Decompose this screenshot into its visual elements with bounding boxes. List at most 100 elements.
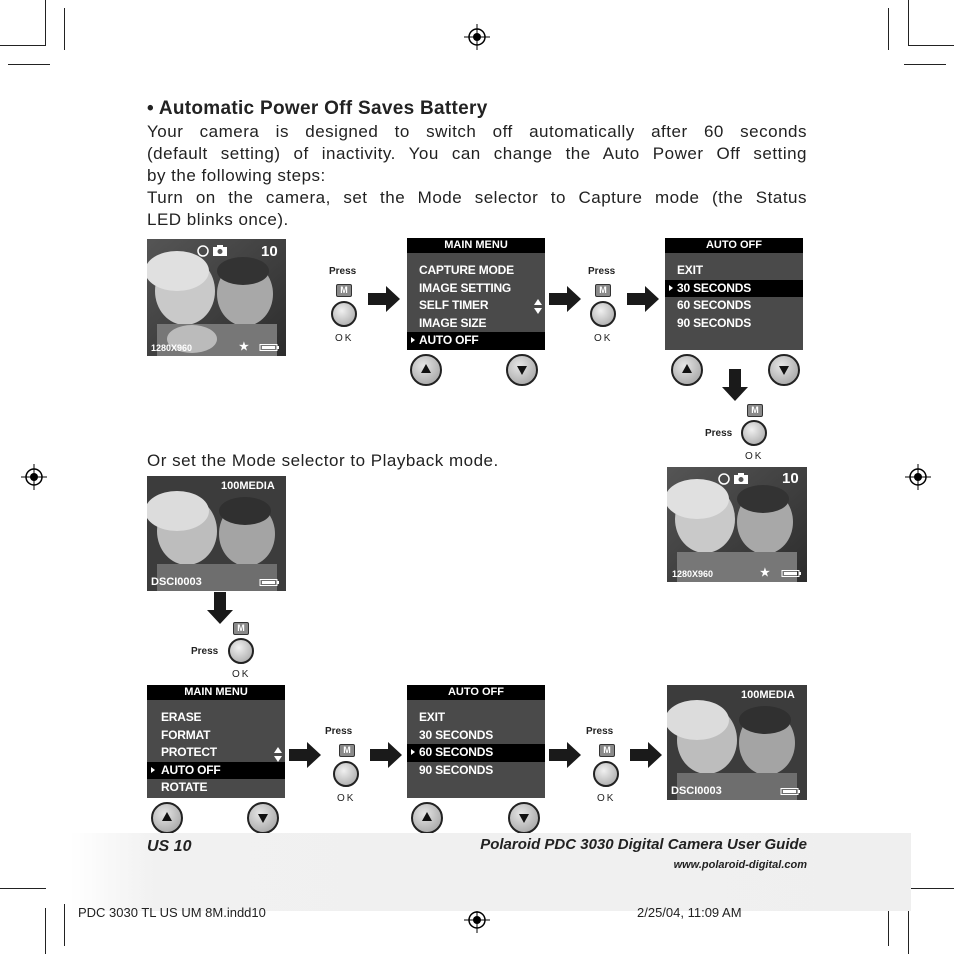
menu-item-60-seconds[interactable]: 60 SECONDS <box>407 744 545 762</box>
battery-icon <box>259 344 279 351</box>
ok-button[interactable] <box>331 301 357 327</box>
ok-label: OK <box>337 793 356 804</box>
up-button[interactable] <box>411 802 443 834</box>
arrow-right-icon <box>549 742 581 768</box>
menu-key-badge: M <box>339 744 355 757</box>
ok-button[interactable] <box>228 638 254 664</box>
filename-label: DSCI0003 <box>151 576 202 588</box>
scroll-up-icon <box>274 747 282 753</box>
menu-item-30-seconds[interactable]: 30 SECONDS <box>665 279 803 298</box>
ok-button[interactable] <box>590 301 616 327</box>
folder-label: 100MEDIA <box>221 480 275 492</box>
capture-auto-off-screen: AUTO OFF EXIT 30 SECONDS 60 SECONDS 90 S… <box>665 238 803 350</box>
arrow-right-icon <box>549 286 581 312</box>
quality-star-icon: ★ <box>760 567 770 579</box>
capture-result-photo: 10 1280X960 ★ <box>667 467 807 582</box>
crop-mark <box>908 908 909 954</box>
resolution-label: 1280X960 <box>151 343 193 353</box>
press-label: Press <box>325 726 353 737</box>
ok-label: OK <box>335 333 354 344</box>
website-link[interactable]: www.polaroid-digital.com <box>673 859 807 871</box>
crop-mark <box>908 888 954 889</box>
arrow-down-icon <box>722 369 748 401</box>
scroll-down-icon <box>534 308 542 314</box>
menu-title: AUTO OFF <box>665 238 803 253</box>
ok-label: OK <box>597 793 616 804</box>
capture-preview-photo: 10 1280X960 ★ <box>147 239 286 356</box>
footer-band <box>70 833 911 911</box>
up-button[interactable] <box>671 354 703 386</box>
menu-item-exit[interactable]: EXIT <box>677 263 703 277</box>
menu-item-30-seconds[interactable]: 30 SECONDS <box>419 727 494 742</box>
menu-item-auto-off[interactable]: AUTO OFF <box>407 332 545 350</box>
intro-paragraph: Your camera is designed to switch off au… <box>147 121 807 187</box>
crop-mark <box>45 908 46 954</box>
guide-title: Polaroid PDC 3030 Digital Camera User Gu… <box>480 836 807 853</box>
press-label: Press <box>586 726 614 737</box>
capture-instruction: Turn on the camera, set the Mode selecto… <box>147 187 807 231</box>
ok-button[interactable] <box>333 761 359 787</box>
menu-key-badge: M <box>595 284 611 297</box>
playback-result-photo: 100MEDIA DSCI0003 <box>667 685 807 800</box>
shots-remaining: 10 <box>782 470 799 487</box>
menu-title: MAIN MENU <box>407 238 545 253</box>
menu-item-90-seconds[interactable]: 90 SECONDS <box>419 762 494 777</box>
crop-mark <box>908 45 954 46</box>
menu-item-auto-off[interactable]: AUTO OFF <box>147 761 285 780</box>
down-button[interactable] <box>247 802 279 834</box>
menu-item-erase[interactable]: ERASE <box>161 710 202 724</box>
registration-mark-icon <box>21 464 47 490</box>
crop-mark <box>888 8 889 50</box>
battery-icon <box>781 570 801 577</box>
up-button[interactable] <box>151 802 183 834</box>
battery-icon <box>259 579 279 586</box>
crop-mark <box>8 64 50 65</box>
up-button[interactable] <box>410 354 442 386</box>
press-label: Press <box>588 266 616 277</box>
crop-mark <box>0 45 46 46</box>
down-button[interactable] <box>768 354 800 386</box>
ok-button[interactable] <box>593 761 619 787</box>
arrow-right-icon <box>627 286 659 312</box>
menu-item-protect[interactable]: PROTECT <box>161 745 217 760</box>
quality-star-icon: ★ <box>239 341 249 353</box>
press-label: Press <box>329 266 357 277</box>
menu-item-image-size[interactable]: IMAGE SIZE <box>419 315 487 330</box>
camera-mode-icon <box>213 245 227 256</box>
crop-mark <box>0 888 46 889</box>
menu-key-badge: M <box>336 284 352 297</box>
camera-mode-icon <box>734 473 748 484</box>
menu-item-60-seconds[interactable]: 60 SECONDS <box>677 298 752 313</box>
slug-filename: PDC 3030 TL US UM 8M.indd10 <box>78 905 266 920</box>
arrow-right-icon <box>630 742 662 768</box>
paragraph-line: Turn on the camera, set the Mode selecto… <box>147 188 807 207</box>
ok-label: OK <box>745 451 764 462</box>
paragraph-line: Your camera is designed to switch off au… <box>147 122 807 141</box>
menu-item-90-seconds[interactable]: 90 SECONDS <box>677 315 752 330</box>
menu-item-self-timer[interactable]: SELF TIMER <box>419 298 489 313</box>
playback-main-menu-screen: MAIN MENU ERASE FORMAT PROTECT AUTO OFF … <box>147 685 285 798</box>
folder-label: 100MEDIA <box>741 689 795 701</box>
slug-date: 2/25/04, 11:09 AM <box>637 905 742 920</box>
playback-preview-photo: 100MEDIA DSCI0003 <box>147 476 286 591</box>
shots-remaining: 10 <box>261 243 278 260</box>
registration-mark-icon <box>464 907 490 933</box>
menu-item-exit[interactable]: EXIT <box>419 710 445 724</box>
arrow-down-icon <box>207 592 233 624</box>
section-heading: • Automatic Power Off Saves Battery <box>147 98 488 119</box>
menu-title: AUTO OFF <box>407 685 545 700</box>
menu-key-badge: M <box>233 622 249 635</box>
ok-label: OK <box>594 333 613 344</box>
menu-item-capture-mode[interactable]: CAPTURE MODE <box>419 263 514 277</box>
ok-button[interactable] <box>741 420 767 446</box>
registration-mark-icon <box>905 464 931 490</box>
menu-item-image-setting[interactable]: IMAGE SETTING <box>419 280 512 295</box>
flash-icon <box>718 473 730 485</box>
press-label: Press <box>191 646 219 657</box>
crop-mark <box>908 0 909 46</box>
down-button[interactable] <box>508 802 540 834</box>
menu-item-format[interactable]: FORMAT <box>161 727 211 742</box>
menu-item-rotate[interactable]: ROTATE <box>161 780 208 795</box>
down-button[interactable] <box>506 354 538 386</box>
playback-instruction: Or set the Mode selector to Playback mod… <box>147 451 499 470</box>
